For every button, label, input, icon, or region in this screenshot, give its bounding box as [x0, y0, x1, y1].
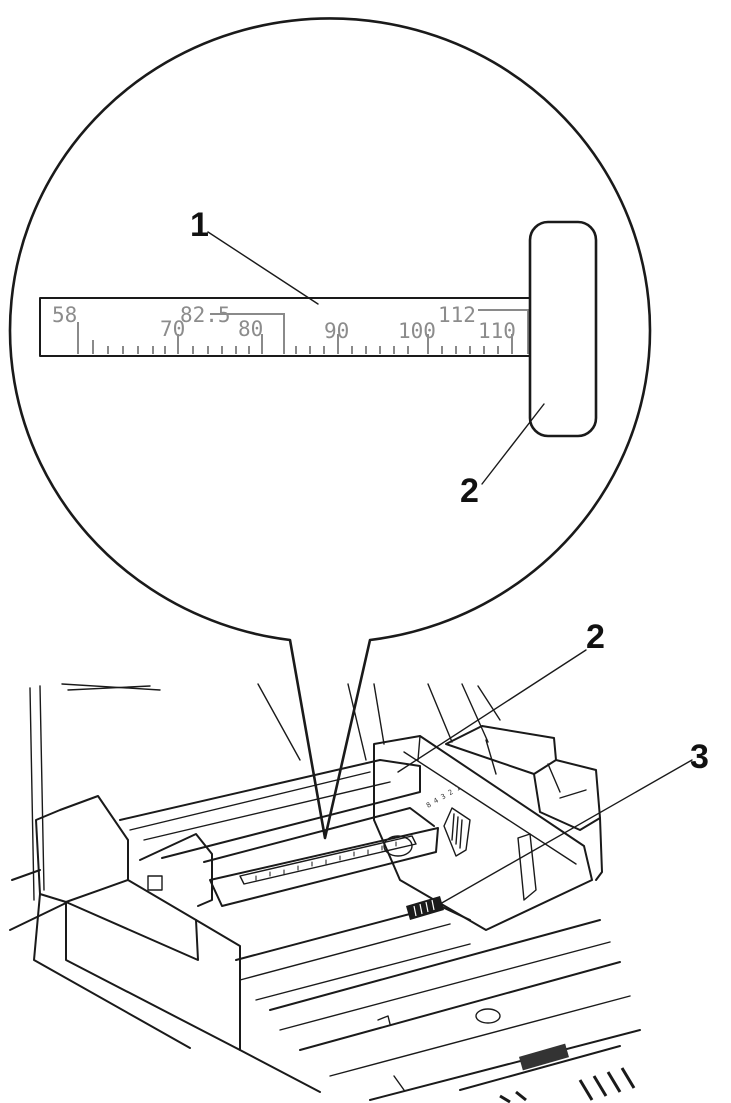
sensor-block	[406, 896, 444, 920]
scale-label-80: 80	[238, 317, 263, 341]
paper-guide-zoom	[528, 220, 598, 438]
scale-label-70: 70	[160, 317, 185, 341]
scale-label-112: 112	[438, 303, 476, 327]
svg-text:8 4 3 2 1: 8 4 3 2 1	[425, 784, 462, 810]
callout-2-zoom: 2	[460, 472, 479, 510]
scale-label-82-5: 82.5	[180, 303, 231, 327]
scale-label-110: 110	[478, 319, 516, 343]
printer-illustration: 8 4 3 2 1	[9, 683, 641, 1103]
scale-label-100: 100	[398, 319, 436, 343]
callout-1: 1	[190, 206, 209, 244]
callout-3: 3	[690, 738, 709, 776]
width-scale-strip: 58 70 82.5 80 90 100 112 110	[39, 297, 531, 357]
scale-label-58: 58	[52, 303, 77, 327]
scale-label-90: 90	[324, 319, 349, 343]
callout-2-device: 2	[586, 618, 605, 656]
magnifier-bubble	[8, 17, 652, 840]
width-scale-device	[239, 835, 417, 885]
